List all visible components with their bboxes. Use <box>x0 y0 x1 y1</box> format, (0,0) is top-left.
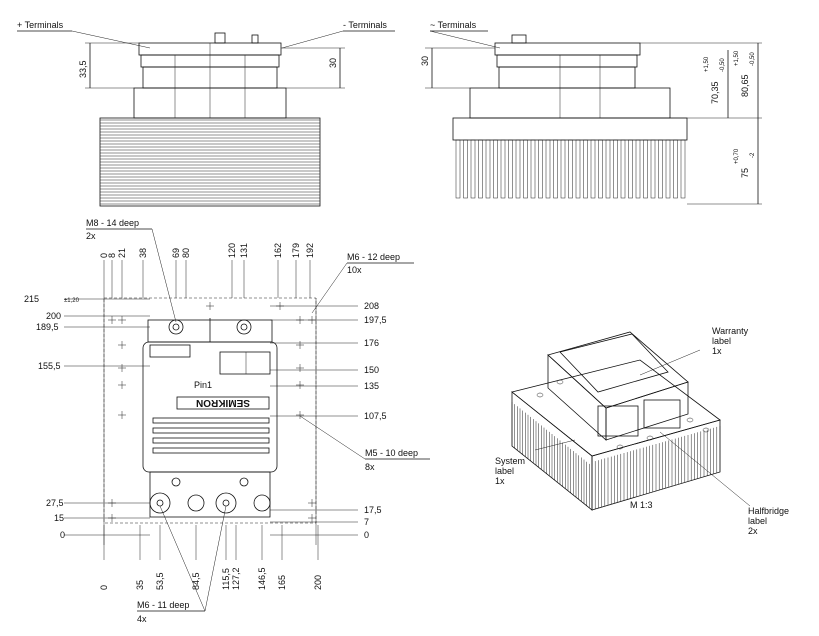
pin1-label: Pin1 <box>194 380 212 390</box>
m5-callout: M5 - 10 deep <box>365 448 418 458</box>
dim-80-65: 80,65 <box>740 74 750 97</box>
tilde-terminals-callout: ~ Terminals <box>430 20 477 30</box>
m5-qty: 8x <box>365 462 375 472</box>
bottom-dim-5: 127,2 <box>231 567 241 590</box>
bottom-dim-1: 35 <box>135 580 145 590</box>
right-dim-4: 135 <box>364 381 379 391</box>
dim-75-tol-hi: +0,70 <box>734 148 740 164</box>
front-view-right: ~ Terminals 30 70,35 +1,50 -0,50 80,65 +… <box>420 20 762 205</box>
left-dim-0: 215 <box>24 294 39 304</box>
right-dim-8: 0 <box>364 530 369 540</box>
dim-75: 75 <box>740 168 750 178</box>
front-view-left: + Terminals 33,5 30 - Terminals <box>17 20 395 207</box>
dim-70-35-tol-hi: +1,50 <box>704 56 710 72</box>
right-dim-1: 197,5 <box>364 315 387 325</box>
m6-12-qty: 10x <box>347 265 362 275</box>
right-dim-5: 107,5 <box>364 411 387 421</box>
right-dim-7: 7 <box>364 517 369 527</box>
minus-terminals-callout: - Terminals <box>343 20 387 30</box>
top-dim-7: 131 <box>239 243 249 258</box>
plan-view: Pin1 SEMIKRON M8 - 14 deep 2x M6 - 12 de… <box>24 218 430 624</box>
m8-callout: M8 - 14 deep <box>86 218 139 228</box>
right-dim-3: 150 <box>364 365 379 375</box>
left-dim-1: 200 <box>46 311 61 321</box>
right-dim-6: 17,5 <box>364 505 382 515</box>
left-dim-3: 155,5 <box>38 361 61 371</box>
top-dim-2: 21 <box>117 248 127 258</box>
left-dim-6: 0 <box>60 530 65 540</box>
bottom-dim-2: 53,5 <box>155 572 165 590</box>
top-dim-9: 179 <box>291 243 301 258</box>
top-dim-6: 120 <box>227 243 237 258</box>
dim-80-65-tol-lo: -0,50 <box>750 52 756 66</box>
dim-70-35-tol-lo: -0,50 <box>720 58 726 72</box>
bottom-dim-7: 165 <box>277 575 287 590</box>
m6-12-callout: M6 - 12 deep <box>347 252 400 262</box>
dim-215-tol: ±1,20 <box>64 298 80 304</box>
bottom-dim-0: 0 <box>99 585 109 590</box>
top-dim-1: 8 <box>107 253 117 258</box>
bottom-dim-4: 115,5 <box>221 568 231 590</box>
m6-11-callout: M6 - 11 deep <box>137 600 189 610</box>
top-dim-5: 80 <box>181 248 191 258</box>
top-dim-4: 69 <box>171 248 181 258</box>
plus-terminals-callout: + Terminals <box>17 20 64 30</box>
scale-label: M 1:3 <box>630 500 653 510</box>
dim-30-right: 30 <box>420 56 430 66</box>
left-dim-5: 15 <box>54 513 64 523</box>
bottom-dim-6: 146,5 <box>257 567 267 590</box>
bottom-dim-3: 84,5 <box>191 572 201 590</box>
bottom-dim-8: 200 <box>313 575 323 590</box>
dim-75-tol-lo: -2 <box>750 152 756 158</box>
dim-30-mid: 30 <box>328 58 338 68</box>
semikron-brand: SEMIKRON <box>196 397 250 408</box>
dim-80-65-tol-hi: +1,50 <box>734 50 740 66</box>
right-dim-2: 176 <box>364 338 379 348</box>
dim-33-5: 33,5 <box>78 60 88 78</box>
m8-qty: 2x <box>86 231 96 241</box>
top-dim-8: 162 <box>273 243 283 258</box>
left-dim-2: 189,5 <box>36 322 59 332</box>
right-dim-0: 208 <box>364 301 379 311</box>
left-dim-4: 27,5 <box>46 498 64 508</box>
m6-11-qty: 4x <box>137 614 147 624</box>
top-dim-0: 0 <box>99 253 109 258</box>
top-dim-10: 192 <box>305 243 315 258</box>
dim-70-35: 70,35 <box>710 81 720 104</box>
top-dim-3: 38 <box>138 248 148 258</box>
